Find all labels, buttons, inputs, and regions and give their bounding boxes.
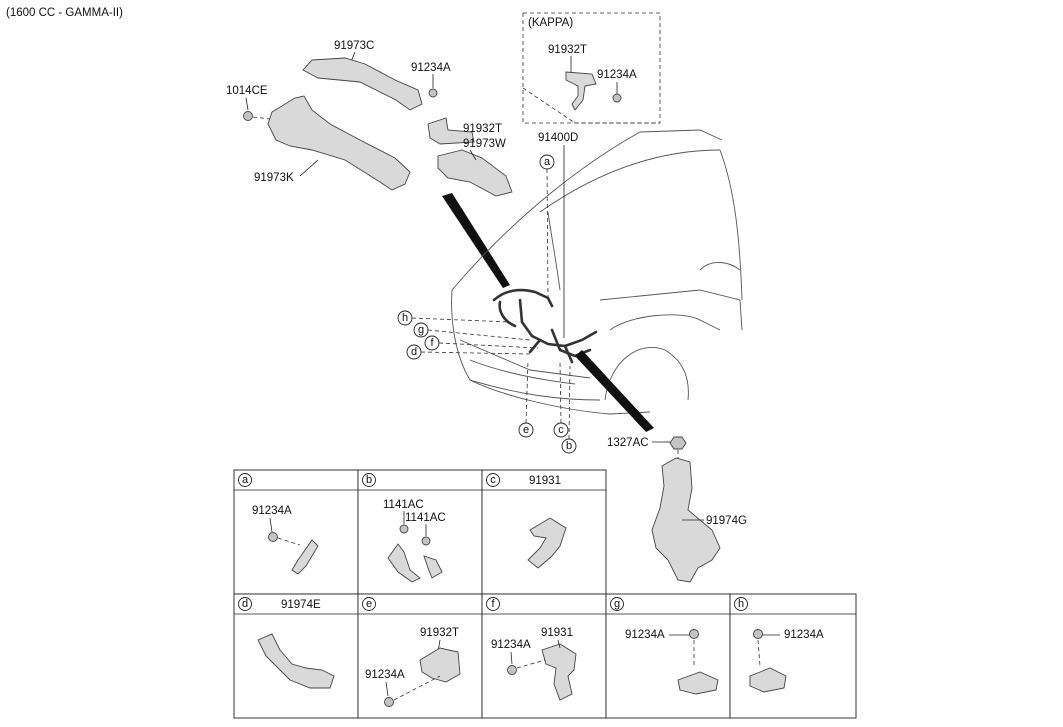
cell-b-label-1141ac-1: 1141AC xyxy=(383,499,424,511)
cell-c-clip xyxy=(527,517,567,569)
bracket-91932t xyxy=(427,117,475,145)
car-outline xyxy=(451,129,743,415)
svg-text:f: f xyxy=(491,598,495,610)
label-91974g: 91974G xyxy=(706,515,747,527)
cell-b-bolt-2 xyxy=(421,536,431,546)
cell-g-clip xyxy=(677,671,719,695)
svg-text:a: a xyxy=(544,156,551,168)
cell-b: b 1141AC 1141AC xyxy=(362,473,446,583)
inset-bolt xyxy=(612,93,622,103)
bolt-91234a-top xyxy=(428,88,438,98)
cell-h-bolt xyxy=(753,629,763,639)
cell-g: g 91234A xyxy=(610,597,719,695)
svg-text:f: f xyxy=(430,337,434,349)
cell-a: a 91234A xyxy=(238,473,319,575)
label-1014ce: 1014CE xyxy=(226,85,268,97)
cell-b-label-1141ac-2: 1141AC xyxy=(405,512,446,524)
svg-text:b: b xyxy=(566,440,572,452)
cover-91973k xyxy=(267,95,411,191)
cell-f-bolt xyxy=(507,665,517,675)
inset-bracket xyxy=(565,71,597,111)
cell-e-bracket xyxy=(419,647,461,683)
bracket-91974g-group: 1327AC 91974G xyxy=(607,436,747,583)
svg-text:h: h xyxy=(738,598,744,610)
detail-grid xyxy=(233,469,857,719)
cell-e: e 91932T 91234A xyxy=(362,597,461,707)
callout-group: a h g f d e c b xyxy=(397,154,577,454)
cell-b-bracket-2 xyxy=(423,555,443,579)
cell-f-bracket xyxy=(541,643,577,701)
inset-label-91932t: 91932T xyxy=(548,44,587,56)
cell-b-bracket-1 xyxy=(387,543,421,583)
cell-e-bolt xyxy=(384,697,394,707)
svg-text:c: c xyxy=(490,474,496,486)
label-91973c: 91973C xyxy=(334,40,374,52)
label-1327ac: 1327AC xyxy=(607,437,649,449)
duct-91973w xyxy=(437,149,513,197)
svg-text:h: h xyxy=(402,312,408,324)
cell-h-clip xyxy=(749,667,787,693)
pointer-lower xyxy=(575,350,654,432)
cell-c-title: 91931 xyxy=(529,475,561,487)
svg-text:d: d xyxy=(411,346,417,358)
nut-1327ac xyxy=(669,436,687,450)
cell-b-bolt-1 xyxy=(399,524,409,534)
label-91234a-top: 91234A xyxy=(411,62,451,74)
cell-a-bolt xyxy=(268,532,278,542)
svg-text:d: d xyxy=(242,598,248,610)
variant-title: (1600 CC - GAMMA-II) xyxy=(6,7,123,19)
cell-d-bracket xyxy=(257,633,335,689)
upper-parts: 91973C 91234A 1014CE 91973K 91932T 91973… xyxy=(226,40,513,288)
kappa-inset: (KAPPA) 91932T 91234A xyxy=(522,12,661,124)
svg-text:b: b xyxy=(366,474,372,486)
cell-a-clip xyxy=(291,539,319,575)
cell-f-label-91234a: 91234A xyxy=(491,639,531,651)
cell-h-label-91234a: 91234A xyxy=(784,629,824,641)
label-91973k: 91973K xyxy=(254,172,294,184)
inset-label-91234a: 91234A xyxy=(597,69,637,81)
svg-text:e: e xyxy=(366,598,372,610)
cell-e-label-91234a: 91234A xyxy=(365,669,405,681)
svg-text:a: a xyxy=(242,474,249,486)
label-91932t: 91932T xyxy=(463,123,502,135)
cell-c: c 91931 xyxy=(486,473,567,569)
cell-e-label-91932t: 91932T xyxy=(420,627,459,639)
duct-91973c xyxy=(302,57,423,111)
cell-f: f 91931 91234A xyxy=(486,597,577,701)
label-91973w: 91973W xyxy=(463,138,506,150)
cell-f-label-91931: 91931 xyxy=(541,627,573,639)
bolt-1014ce xyxy=(243,111,253,121)
cell-d-title: 91974E xyxy=(281,599,321,611)
pointer-upper xyxy=(442,193,510,288)
svg-text:g: g xyxy=(418,324,424,336)
cell-a-label-91234a: 91234A xyxy=(252,505,292,517)
cell-g-bolt xyxy=(689,629,699,639)
cell-h: h 91234A xyxy=(734,597,824,693)
svg-text:e: e xyxy=(523,424,529,436)
label-91400d: 91400D xyxy=(538,132,578,144)
svg-text:c: c xyxy=(558,424,564,436)
svg-text:g: g xyxy=(614,598,620,610)
cell-g-label-91234a: 91234A xyxy=(625,629,665,641)
cell-d: d 91974E xyxy=(238,597,335,689)
inset-title: (KAPPA) xyxy=(528,17,573,29)
